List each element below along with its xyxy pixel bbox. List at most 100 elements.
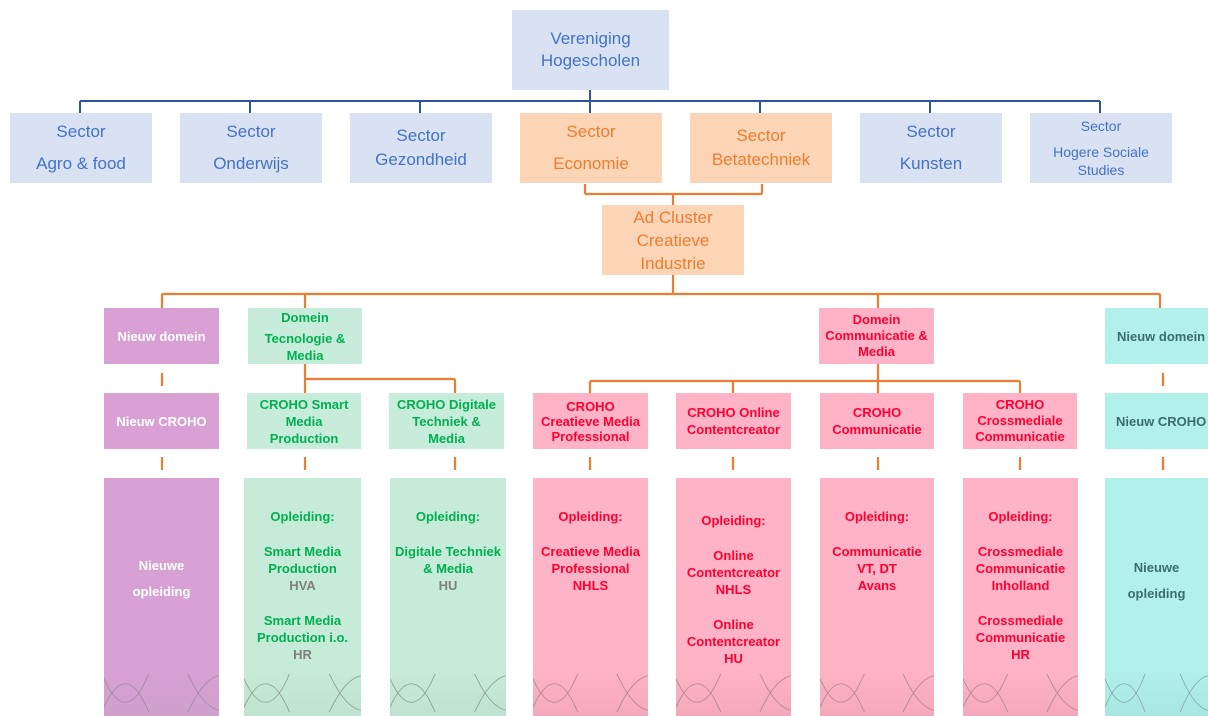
program-heading: Opleiding: <box>558 509 623 524</box>
croho-smart-media-production: CROHO Smart Media Production <box>247 393 361 449</box>
cluster-line3: Industrie <box>640 253 706 273</box>
sector-name: Gezondheid <box>375 150 467 169</box>
dna-helix-icon <box>676 674 791 712</box>
sector-gezondheid: Sector Gezondheid <box>350 113 492 183</box>
croho-label: Nieuw CROHO <box>1116 413 1207 429</box>
program-detail: VT, DT <box>857 561 897 576</box>
croho-label: Nieuw CROHO <box>116 413 207 429</box>
program-line: opleiding <box>132 584 191 599</box>
program-school: HR <box>1011 647 1030 662</box>
domain-label: Nieuw domein <box>117 328 206 344</box>
dna-helix-icon <box>244 674 361 712</box>
sector-economie: Sector Economie <box>520 113 662 183</box>
dna-helix-icon <box>104 674 219 712</box>
program-school: HU <box>724 651 743 666</box>
domain-label: Nieuw domein <box>1117 328 1206 344</box>
sector-name: Onderwijs <box>213 154 289 173</box>
program-heading: Opleiding: <box>270 509 335 524</box>
sector-name: Hogere Sociale Studies <box>1053 144 1149 178</box>
sector-label: Sector <box>1080 118 1122 134</box>
sector-label: Sector <box>56 122 106 141</box>
croho-creatieve-media-professional: CROHO Creatieve Media Professional <box>533 393 648 449</box>
program-line: Nieuwe <box>138 558 185 573</box>
program-school: HU <box>438 578 458 593</box>
sector-label: Sector <box>736 126 786 145</box>
program-school: NHLS <box>572 578 609 593</box>
root-line1: Vereniging <box>550 29 631 48</box>
program-creatieve-media-professional: Opleiding: Creatieve Media Professional … <box>533 478 648 716</box>
dna-helix-icon <box>533 674 648 712</box>
program-heading: Opleiding: <box>701 513 766 528</box>
program-heading: Opleiding: <box>415 509 481 524</box>
domain-communicatie-media: Domein Communicatie & Media <box>819 308 934 364</box>
domain-label: Domein <box>852 312 901 327</box>
domain-tecnologie-media: Domein Tecnologie & Media <box>248 308 362 364</box>
sector-name: Agro & food <box>36 154 126 173</box>
program-school: Inholland <box>991 578 1050 593</box>
sector-agro: Sector Agro & food <box>10 113 152 183</box>
program-new-right: Nieuwe opleiding <box>1105 478 1208 716</box>
domain-new-left: Nieuw domein <box>104 308 219 364</box>
program-crossmediale-communicatie: Opleiding: Crossmediale Communicatie Inh… <box>963 478 1078 716</box>
program-online-contentcreator: Opleiding: Online Contentcreator NHLS On… <box>676 478 791 716</box>
program-name: Online Contentcreator <box>686 548 781 580</box>
program-name: Smart Media Production <box>263 544 342 576</box>
domain-label: Domein <box>281 309 329 325</box>
sector-name: Economie <box>553 154 629 173</box>
sector-label: Sector <box>566 122 616 141</box>
sector-name: Betatechniek <box>711 150 811 169</box>
program-communicatie: Opleiding: Communicatie VT, DT Avans <box>820 478 934 716</box>
croho-label: CROHO Online Contentcreator <box>686 405 781 437</box>
domain-name: Communicatie & Media <box>825 328 928 359</box>
program-name: Communicatie <box>832 544 922 559</box>
sector-label: Sector <box>906 122 956 141</box>
sector-name: Kunsten <box>899 154 963 173</box>
sector-onderwijs: Sector Onderwijs <box>180 113 322 183</box>
croho-online-contentcreator: CROHO Online Contentcreator <box>676 393 791 449</box>
sector-betatechniek: Sector Betatechniek <box>690 113 832 183</box>
root-line2: Hogescholen <box>540 51 641 70</box>
dna-helix-icon <box>1105 674 1208 712</box>
root-node: Vereniging Hogescholen <box>512 10 669 90</box>
program-smart-media-production: Opleiding: Smart Media Production HVA Sm… <box>244 478 361 716</box>
program-line: Nieuwe <box>1133 560 1180 575</box>
program-name: Crossmediale Communicatie <box>975 613 1066 645</box>
program-school: HR <box>293 647 312 662</box>
cluster-node: Ad Cluster Creatieve Industrie <box>602 205 744 275</box>
program-line: opleiding <box>1127 586 1186 601</box>
cluster-line2: Creatieve <box>636 230 710 250</box>
program-new-left: Nieuwe opleiding <box>104 478 219 716</box>
program-school: HVA <box>289 578 316 593</box>
domain-new-right: Nieuw domein <box>1105 308 1208 364</box>
domain-name: Tecnologie & Media <box>264 330 346 363</box>
croho-new-left: Nieuw CROHO <box>104 393 219 449</box>
program-school: NHLS <box>715 582 752 597</box>
croho-crossmediale-communicatie: CROHO Crossmediale Communicatie <box>963 393 1077 449</box>
sector-kunsten: Sector Kunsten <box>860 113 1002 183</box>
croho-label: CROHO Smart Media Production <box>259 396 349 446</box>
croho-label: CROHO Communicatie <box>832 405 922 437</box>
program-name: Digitale Techniek & Media <box>395 544 501 576</box>
dna-helix-icon <box>963 674 1078 712</box>
croho-label: CROHO Digitale Techniek & Media <box>397 396 496 446</box>
program-heading: Opleiding: <box>844 509 910 524</box>
program-heading: Opleiding: <box>988 509 1053 524</box>
program-name: Online Contentcreator <box>686 617 781 649</box>
croho-communicatie: CROHO Communicatie <box>820 393 934 449</box>
sector-label: Sector <box>226 122 276 141</box>
cluster-line1: Ad Cluster <box>633 207 713 227</box>
croho-label: CROHO Creatieve Media Professional <box>541 398 640 444</box>
sector-label: Sector <box>396 126 446 145</box>
dna-helix-icon <box>820 674 934 712</box>
sector-hogere-sociale-studies: Sector Hogere Sociale Studies <box>1030 113 1172 183</box>
croho-label: CROHO Crossmediale Communicatie <box>975 397 1065 444</box>
program-name: Crossmediale Communicatie <box>975 544 1066 576</box>
croho-new-right: Nieuw CROHO <box>1105 393 1208 449</box>
croho-digitale-techniek-media: CROHO Digitale Techniek & Media <box>389 393 504 449</box>
program-name: Smart Media Production i.o. <box>257 613 348 645</box>
program-school: Avans <box>857 578 897 593</box>
program-digitale-techniek-media: Opleiding: Digitale Techniek & Media HU <box>390 478 506 716</box>
program-name: Creatieve Media Professional <box>541 544 640 576</box>
dna-helix-icon <box>390 674 506 712</box>
